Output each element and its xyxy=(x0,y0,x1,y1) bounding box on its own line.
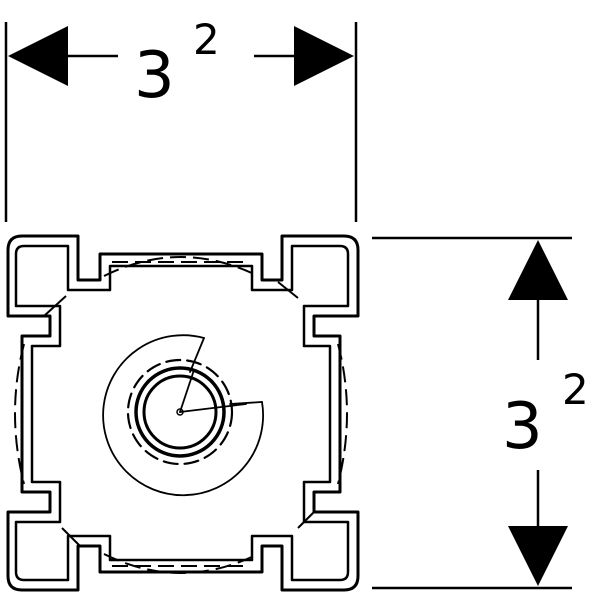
arrowhead-left xyxy=(8,26,68,86)
chamfer-top-right xyxy=(277,281,299,299)
box-outline xyxy=(6,234,360,592)
horizontal-dimension-value: 3 xyxy=(134,39,175,113)
hidden-edge-right xyxy=(337,343,348,485)
hidden-features xyxy=(14,256,348,574)
chamfer-bottom-left xyxy=(61,527,81,547)
vertical-dimension-value: 3 xyxy=(502,390,543,464)
hidden-edge-bottom xyxy=(103,553,259,574)
knob-center-dot xyxy=(176,408,184,416)
arrowhead-right xyxy=(294,26,354,86)
horizontal-dimension xyxy=(4,22,358,222)
box-outer-contour xyxy=(6,234,360,592)
knob-dashed-ring xyxy=(126,358,234,466)
knob-center-line-h xyxy=(179,403,247,413)
arrowhead-down xyxy=(508,526,568,586)
chamfer-top-left xyxy=(43,295,67,317)
rotary-knob xyxy=(102,334,264,497)
knob-ring-outer xyxy=(134,366,226,458)
knob-outer-arc xyxy=(102,334,264,497)
corner-chamfers xyxy=(43,281,315,547)
arrowhead-up xyxy=(508,240,568,300)
hidden-edge-top xyxy=(103,256,259,277)
knob-center-line-v xyxy=(179,369,195,413)
hidden-edge-left xyxy=(14,343,25,485)
vertical-dimension xyxy=(372,236,572,590)
knob-ring-inner xyxy=(142,374,218,450)
vertical-dimension-exponent: 2 xyxy=(562,365,589,414)
horizontal-dimension-exponent: 2 xyxy=(193,15,220,64)
chamfer-bottom-right xyxy=(297,511,315,529)
knob-step-line-top xyxy=(189,337,205,373)
box-inner-contour xyxy=(14,244,350,582)
